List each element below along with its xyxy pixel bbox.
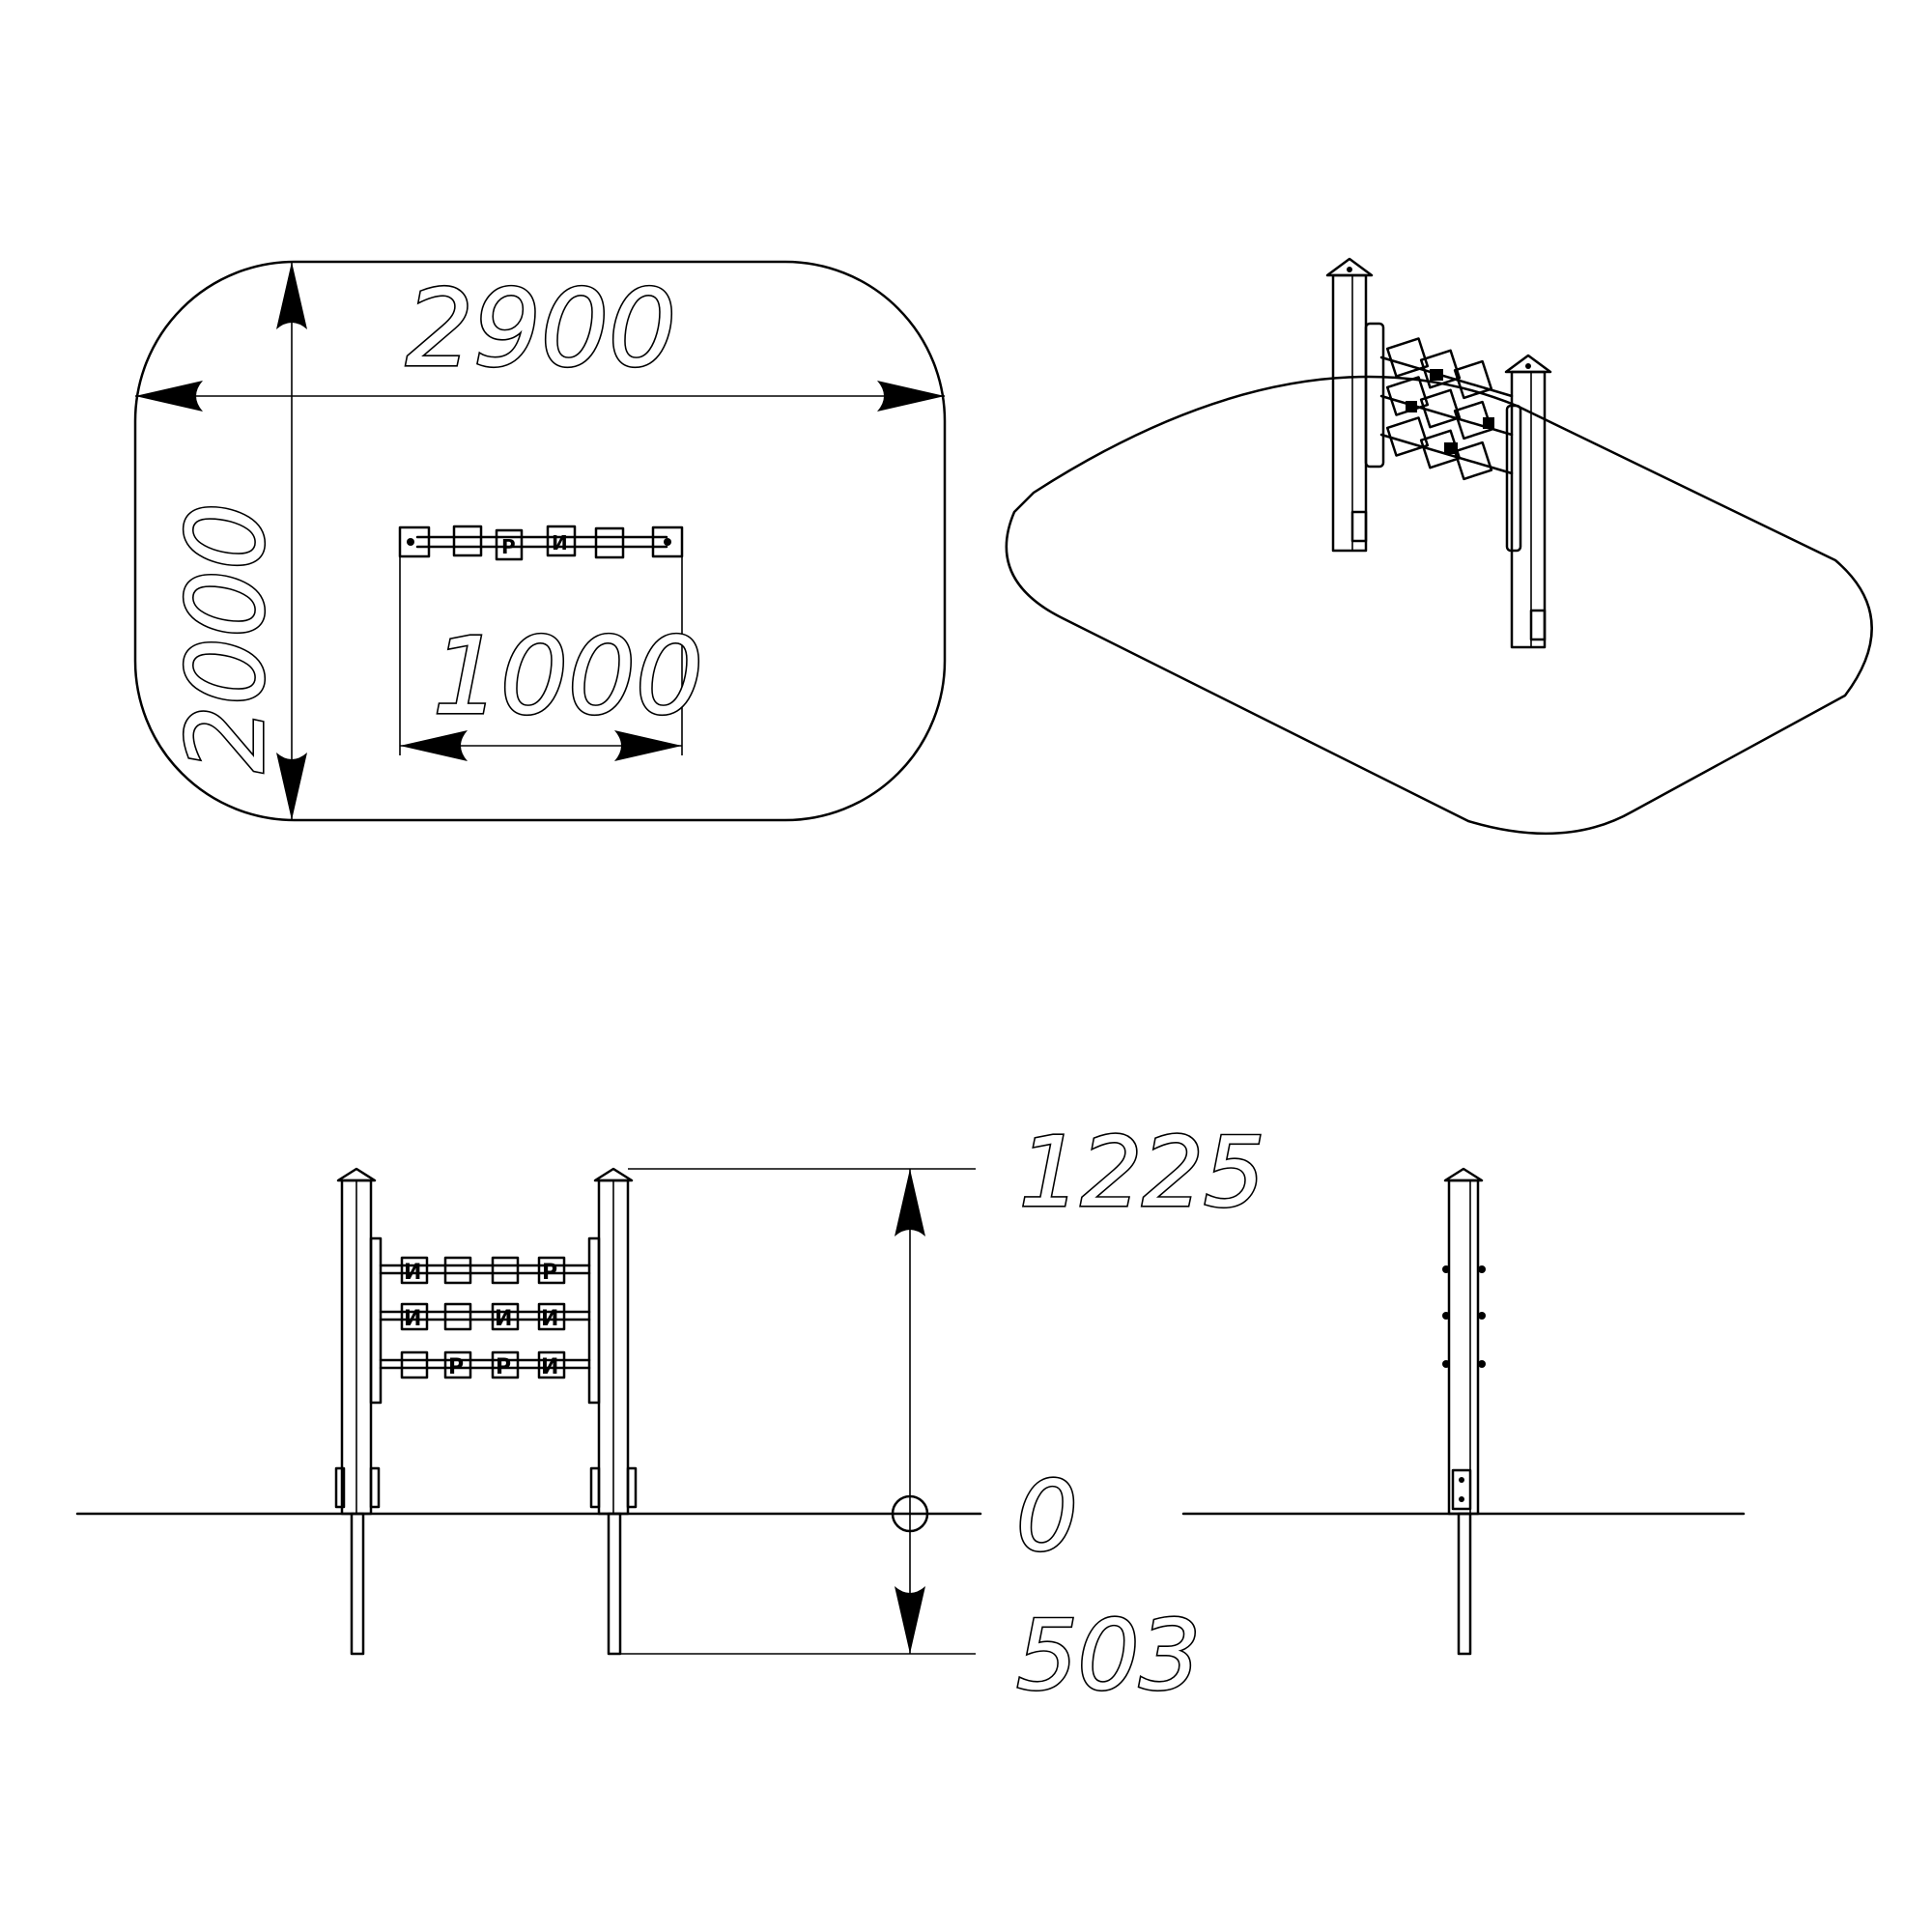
cube-top-3 [546, 525, 577, 557]
svg-text:Р: Р [448, 1355, 464, 1379]
svg-text:И: И [404, 1307, 421, 1331]
depth-arrow-bottom-front [895, 1586, 925, 1654]
svg-text:Р: Р [501, 535, 516, 558]
depth-arrow-bottom [276, 753, 307, 820]
ground-level-marker [891, 1494, 929, 1533]
cube-top-1 [452, 525, 483, 557]
cube-top-4 [594, 526, 625, 559]
safety-zone-outline [133, 260, 947, 822]
depth-dimension-label: 2000 [164, 502, 288, 773]
depth-below-ground-label: 503 [1016, 1599, 1201, 1712]
ground-level-label: 0 [1016, 1460, 1078, 1573]
svg-text:Р: Р [542, 1261, 557, 1285]
post-right-top [651, 526, 684, 558]
cube-top-2 [495, 528, 524, 561]
front-rails [379, 1264, 591, 1370]
span-dimension-label: 1000 [433, 614, 703, 738]
iso-safety-zone-outline [1005, 375, 1873, 836]
svg-text:И: И [541, 1307, 558, 1331]
width-arrow-left [135, 381, 203, 412]
front-cube-row-3: Р Р И [400, 1350, 566, 1379]
span-arrow-right [614, 730, 682, 761]
width-arrow-right [877, 381, 945, 412]
iso-cube-panel [1364, 322, 1514, 481]
side-view [1181, 1167, 1746, 1656]
equipment-top-view: Р И [398, 525, 684, 561]
svg-text:И: И [404, 1261, 421, 1285]
iso-post-right [1504, 354, 1552, 649]
svg-text:И: И [541, 1355, 558, 1379]
post-left-top [398, 526, 431, 558]
svg-text:И: И [552, 531, 568, 554]
svg-text:И: И [495, 1307, 512, 1331]
front-cube-row-2: И И И [400, 1302, 566, 1331]
front-cube-row-1: И Р [400, 1256, 566, 1285]
svg-text:Р: Р [496, 1355, 511, 1379]
front-view: И Р И И И Р Р И [75, 1114, 1266, 1714]
isometric-view [1005, 257, 1873, 836]
depth-arrow-top [276, 262, 307, 329]
front-post-left [334, 1167, 381, 1656]
plan-view: 2900 2000 Р И 1000 [133, 260, 947, 822]
width-dimension-label: 2900 [406, 267, 676, 390]
span-arrow-left [400, 730, 468, 761]
height-dimension-label: 1225 [1019, 1116, 1265, 1229]
height-arrow-top [895, 1169, 925, 1236]
